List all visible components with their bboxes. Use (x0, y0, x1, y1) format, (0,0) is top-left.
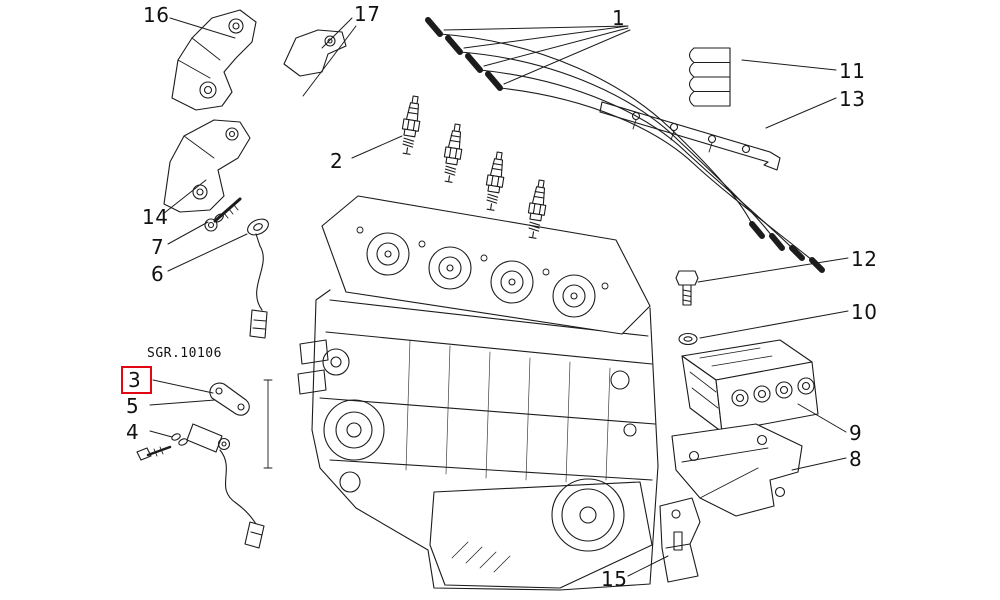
callout-3[interactable]: 3 (128, 368, 142, 392)
bracket-14-drawing (163, 119, 251, 213)
sensor-group-345-drawing (136, 382, 265, 549)
coil-module-drawing (681, 339, 819, 433)
callout-6[interactable]: 6 (151, 262, 165, 286)
bracket-15-drawing (659, 497, 701, 583)
bracket-17-drawing (283, 29, 347, 77)
callout-16[interactable]: 16 (143, 3, 170, 27)
callout-15[interactable]: 15 (601, 567, 628, 591)
engine-block-drawing (263, 195, 659, 591)
callout-4[interactable]: 4 (126, 420, 140, 444)
callout-7[interactable]: 7 (151, 235, 165, 259)
sensor-6-drawing (247, 218, 269, 339)
callout-2[interactable]: 2 (330, 149, 344, 173)
callout-9[interactable]: 9 (849, 421, 863, 445)
callout-14[interactable]: 14 (142, 205, 169, 229)
callout-13[interactable]: 13 (839, 87, 866, 111)
callout-11[interactable]: 11 (839, 59, 866, 83)
coil-bracket-drawing (671, 423, 803, 517)
leader-lines (149, 17, 849, 577)
wire-comb-drawing (688, 47, 731, 107)
callout-10[interactable]: 10 (851, 300, 878, 324)
washer-10-drawing (678, 332, 698, 346)
bolt-12-drawing (675, 270, 699, 306)
callout-1[interactable]: 1 (612, 6, 626, 30)
part-3-highlight-box (121, 366, 152, 394)
callout-17[interactable]: 17 (354, 2, 381, 26)
callout-5[interactable]: 5 (126, 394, 140, 418)
callout-12[interactable]: 12 (851, 247, 878, 271)
wire-rail-drawing (599, 101, 781, 171)
bolt-7-drawing (204, 197, 242, 232)
bracket-16-drawing (171, 9, 257, 111)
callout-8[interactable]: 8 (849, 447, 863, 471)
assembly-code-label: SGR.10106 (147, 346, 222, 361)
